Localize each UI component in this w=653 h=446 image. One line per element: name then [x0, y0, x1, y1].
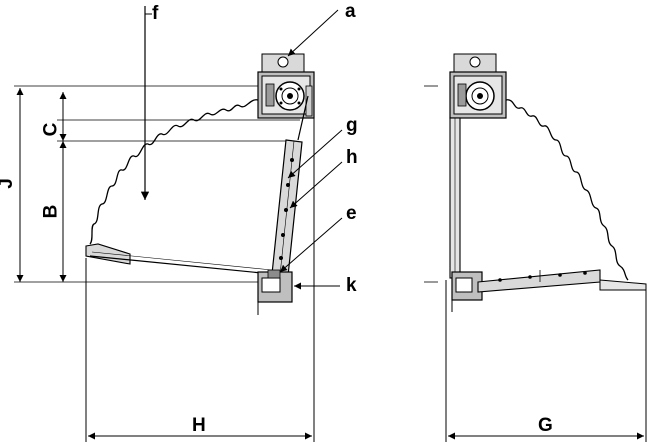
coil-cable: [89, 99, 259, 245]
callout-f: f: [152, 3, 159, 24]
bottom-hinge-block-left: [257, 269, 293, 315]
callout-k: k: [346, 275, 357, 296]
coil-cable-right: [505, 99, 629, 281]
dimension-G-lines: [445, 280, 647, 442]
callout-e: e: [346, 203, 357, 224]
dimension-H-lines: [85, 100, 315, 442]
callout-a: a: [345, 1, 356, 22]
callout-g: g: [346, 115, 358, 136]
door-plate-left: [85, 243, 273, 275]
vertical-post-right: [449, 117, 461, 279]
left-view: [14, 6, 343, 442]
dimension-B-label: B: [40, 204, 62, 219]
right-view: [424, 53, 647, 442]
top-hinge-block-right: [449, 53, 507, 119]
dimension-C-label: C: [40, 122, 62, 137]
callout-h: h: [346, 147, 358, 168]
dimension-J-label: J: [0, 178, 17, 189]
dimension-G-label: G: [538, 415, 553, 436]
vertical-dimension-lines: [16, 88, 67, 282]
swing-arm: [271, 95, 309, 277]
extension-lines: [14, 85, 300, 283]
dimension-H-label: H: [192, 415, 206, 436]
door-plate-right: [451, 269, 647, 312]
callout-leaders-left: [279, 9, 343, 290]
